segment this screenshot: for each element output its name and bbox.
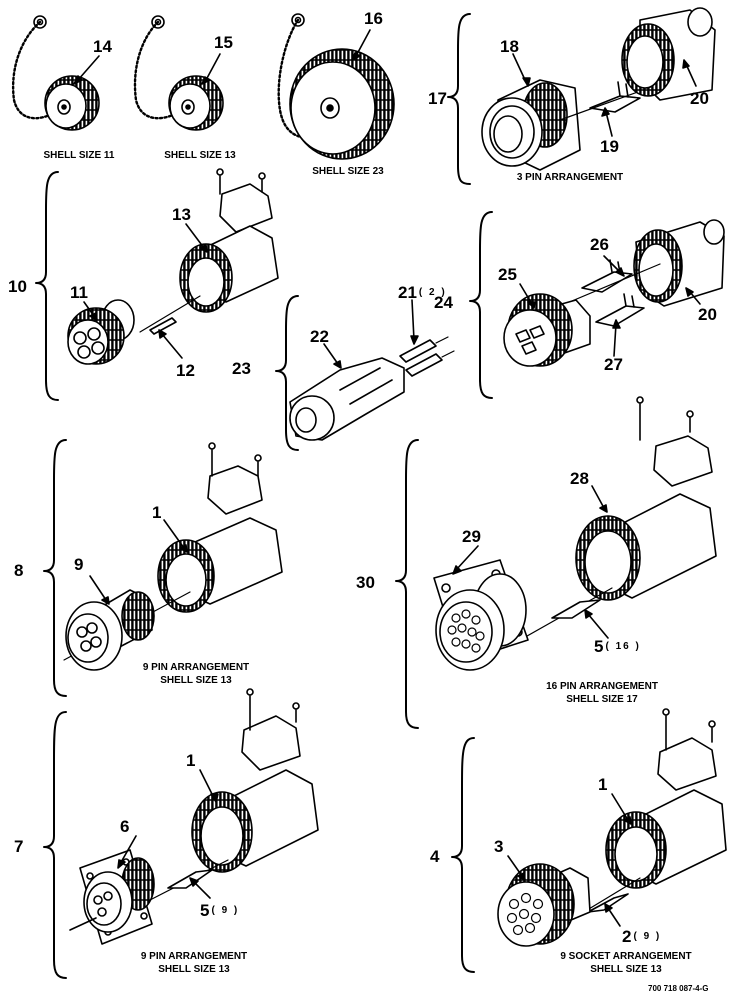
dust-cap-16: [277, 13, 395, 160]
callout-4: 4: [430, 847, 440, 866]
callout-8: 8: [14, 561, 24, 580]
caption-16-pin-line1: 16 PIN ARRANGEMENT: [546, 681, 658, 692]
callout-11: 11: [70, 283, 88, 302]
callout-20-mid: 20: [698, 305, 717, 324]
callout-17: 17: [428, 89, 447, 108]
callout-5-b-number: 5: [594, 637, 604, 656]
callout-26: 26: [590, 235, 609, 254]
assembly-23: [275, 295, 455, 451]
callout-5-b: 5( 16 ): [594, 638, 641, 655]
figure-code: 700 718 087-4-G: [648, 984, 709, 993]
callout-23: 23: [232, 359, 251, 378]
dust-cap-14: [12, 15, 100, 131]
caption-9-pin-top-line1: 9 PIN ARRANGEMENT: [142, 662, 250, 673]
callout-5-a: 5( 9 ): [200, 902, 239, 919]
callout-30: 30: [356, 573, 375, 592]
callout-24: 24: [434, 293, 453, 312]
assembly-8: [43, 439, 283, 697]
caption-9-socket-line2: SHELL SIZE 13: [590, 964, 662, 975]
callout-14: 14: [93, 37, 112, 56]
callout-20-top: 20: [690, 89, 709, 108]
callout-9: 9: [74, 555, 84, 574]
callout-2-qty: ( 9 ): [633, 931, 662, 942]
caption-shell-size-13: SHELL SIZE 13: [164, 150, 236, 161]
callout-7: 7: [14, 837, 24, 856]
callout-15: 15: [214, 33, 233, 52]
assembly-7: [43, 688, 319, 979]
assembly-10: [35, 168, 279, 401]
callout-13: 13: [172, 205, 191, 224]
callout-12: 12: [176, 361, 195, 380]
callout-28: 28: [570, 469, 589, 488]
callout-10: 10: [8, 277, 27, 296]
callout-1-c: 1: [598, 775, 608, 794]
callout-21-number: 21: [398, 283, 417, 302]
callout-21: 21( 2 ): [398, 284, 447, 301]
assembly-4: [451, 708, 727, 973]
callout-2-number: 2: [622, 927, 632, 946]
callout-22: 22: [310, 327, 329, 346]
callout-18: 18: [500, 37, 519, 56]
callout-5-a-qty: ( 9 ): [211, 905, 240, 916]
leader-lines: [73, 29, 701, 927]
assembly-24: [469, 211, 725, 399]
assembly-17: [447, 7, 716, 185]
callout-29: 29: [462, 527, 481, 546]
callout-2: 2( 9 ): [622, 928, 661, 945]
caption-9-pin-top-line2: SHELL SIZE 13: [160, 675, 232, 686]
callout-6: 6: [120, 817, 130, 836]
caption-9-pin-bottom-line2: SHELL SIZE 13: [158, 964, 230, 975]
callout-16: 16: [364, 9, 383, 28]
caption-shell-size-11: SHELL SIZE 11: [43, 150, 115, 161]
caption-3-pin: 3 PIN ARRANGEMENT: [516, 172, 624, 183]
callout-5-a-number: 5: [200, 901, 210, 920]
callout-21-qty: ( 2 ): [418, 287, 447, 298]
caption-shell-size-23: SHELL SIZE 23: [312, 166, 384, 177]
caption-9-socket-line1: 9 SOCKET ARRANGEMENT: [560, 951, 692, 962]
callout-27: 27: [604, 355, 623, 374]
callout-25: 25: [498, 265, 517, 284]
caption-16-pin-line2: SHELL SIZE 17: [566, 694, 638, 705]
callout-3: 3: [494, 837, 504, 856]
assembly-30: [395, 396, 717, 729]
callout-5-b-qty: ( 16 ): [605, 641, 641, 652]
dust-cap-15: [133, 15, 224, 131]
callout-1-a: 1: [152, 503, 162, 522]
caption-9-pin-bottom-line1: 9 PIN ARRANGEMENT: [140, 951, 248, 962]
callout-19: 19: [600, 137, 619, 156]
callout-1-b: 1: [186, 751, 196, 770]
